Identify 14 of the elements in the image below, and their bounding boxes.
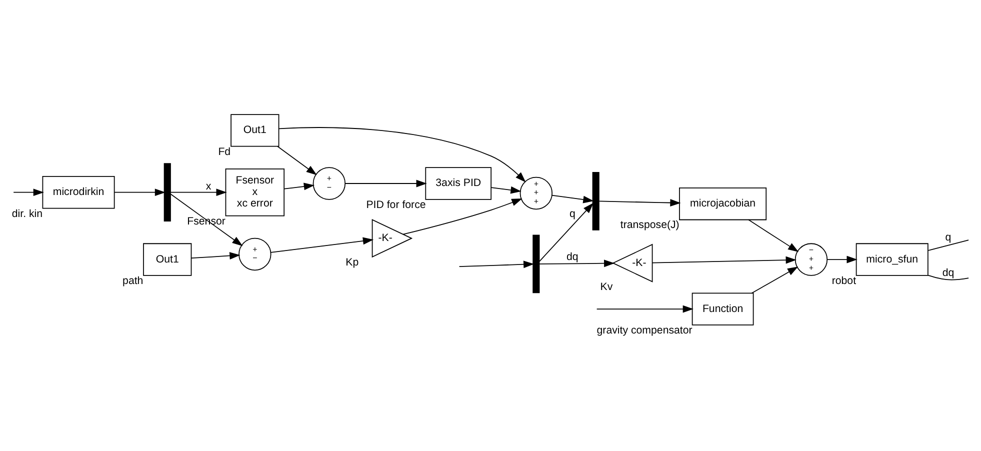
edge-label: q [569, 208, 576, 220]
node-label: transpose(J) [620, 219, 680, 232]
node-label: Kp [346, 256, 359, 268]
node-label: dir. kin [12, 208, 43, 220]
node-label: Kv [600, 281, 613, 294]
node-label: robot [832, 274, 856, 287]
edge-label: q [945, 232, 952, 244]
edge-label: x [206, 180, 212, 192]
edge-label: dq [566, 251, 578, 264]
node-label: gravity compensator [596, 324, 692, 336]
edge-label: dq [942, 266, 954, 279]
node-label: Fd [218, 146, 231, 158]
node-label: path [122, 274, 144, 287]
node-label: PID for force [366, 198, 426, 211]
